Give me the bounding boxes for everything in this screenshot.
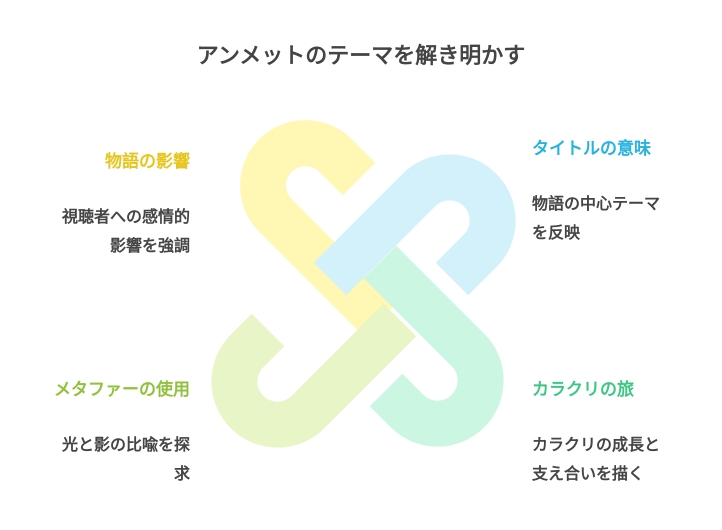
heading-karakuri-journey: カラクリの旅 <box>532 380 634 400</box>
heading-title-meaning: タイトルの意味 <box>532 139 651 159</box>
heading-metaphor-use: メタファーの使用 <box>54 380 190 400</box>
text-metaphor-use: 光と影の比喩を探 求 <box>61 435 190 483</box>
text-karakuri-journey: カラクリの成長と 支え合いを描く <box>532 435 661 483</box>
heading-story-impact: 物語の影響 <box>105 152 190 172</box>
knot-loop-yellow <box>240 120 397 337</box>
knot-loop-mint <box>363 245 504 447</box>
page-title: アンメットのテーマを解き明かす <box>196 44 526 69</box>
knot-loop-green <box>211 303 417 448</box>
text-title-meaning: 物語の中心テーマ を反映 <box>532 194 661 242</box>
text-story-impact: 視聴者への感情的 影響を強調 <box>61 207 190 255</box>
knot-loop-blue <box>313 154 516 296</box>
